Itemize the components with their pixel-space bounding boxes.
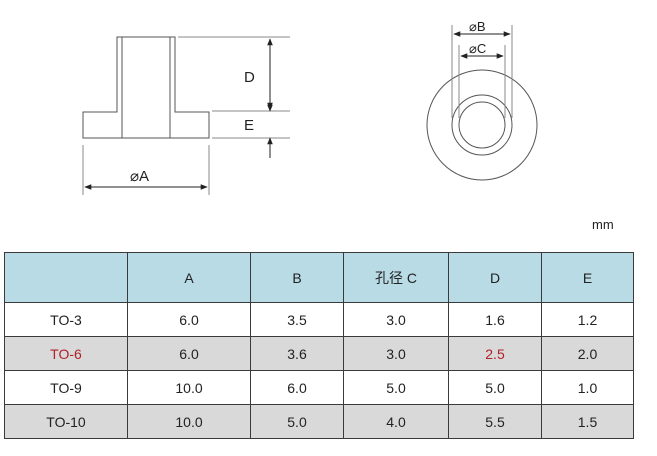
header-model (4, 252, 128, 303)
value-cell-d: 1.6 (448, 302, 542, 337)
value-cell-d: 2.5 (448, 336, 542, 371)
model-cell: TO-6 (4, 336, 128, 371)
value-cell-e: 1.5 (541, 404, 634, 439)
part-outline (82, 36, 210, 139)
header-b: B (250, 252, 344, 303)
value-cell-b: 3.5 (250, 302, 344, 337)
value-cell-d: 5.0 (448, 370, 542, 405)
value-cell-a: 10.0 (127, 404, 251, 439)
header-a: A (127, 252, 251, 303)
value-cell-b: 5.0 (250, 404, 344, 439)
label-c: ⌀C (469, 41, 486, 56)
label-b: ⌀B (469, 19, 486, 34)
value-cell-c: 3.0 (343, 336, 449, 371)
value-cell-a: 6.0 (127, 302, 251, 337)
label-a: ⌀A (130, 168, 149, 185)
label-e: E (244, 117, 254, 134)
boss-circle (451, 94, 513, 156)
header-d: D (448, 252, 542, 303)
flange-circle (426, 69, 538, 181)
spec-table: A B 孔径 C D E TO-3 6.0 3.5 3.0 1.6 1.2 TO… (4, 252, 634, 439)
value-cell-e: 1.0 (541, 370, 634, 405)
table-row: TO-6 6.0 3.6 3.0 2.5 2.0 (4, 336, 634, 371)
value-cell-a: 10.0 (127, 370, 251, 405)
value-cell-b: 3.6 (250, 336, 344, 371)
value-cell-b: 6.0 (250, 370, 344, 405)
model-cell: TO-10 (4, 404, 128, 439)
technical-drawing: D E ⌀A ⌀B ⌀C (82, 19, 538, 195)
value-cell-e: 1.2 (541, 302, 634, 337)
top-view (426, 25, 538, 181)
table-row: TO-10 10.0 5.0 4.0 5.5 1.5 (4, 404, 634, 439)
value-cell-c: 4.0 (343, 404, 449, 439)
label-d: D (244, 69, 255, 86)
bore-circle (458, 101, 506, 149)
table-row: TO-3 6.0 3.5 3.0 1.6 1.2 (4, 302, 634, 337)
value-cell-e: 2.0 (541, 336, 634, 371)
header-c: 孔径 C (343, 252, 449, 303)
table-row: TO-9 10.0 6.0 5.0 5.0 1.0 (4, 370, 634, 405)
model-cell: TO-9 (4, 370, 128, 405)
header-row: A B 孔径 C D E (4, 252, 634, 303)
model-cell: TO-3 (4, 302, 128, 337)
value-cell-c: 3.0 (343, 302, 449, 337)
value-cell-c: 5.0 (343, 370, 449, 405)
side-view (82, 36, 290, 195)
value-cell-a: 6.0 (127, 336, 251, 371)
value-cell-d: 5.5 (448, 404, 542, 439)
unit-label: mm (592, 217, 614, 232)
header-e: E (541, 252, 634, 303)
